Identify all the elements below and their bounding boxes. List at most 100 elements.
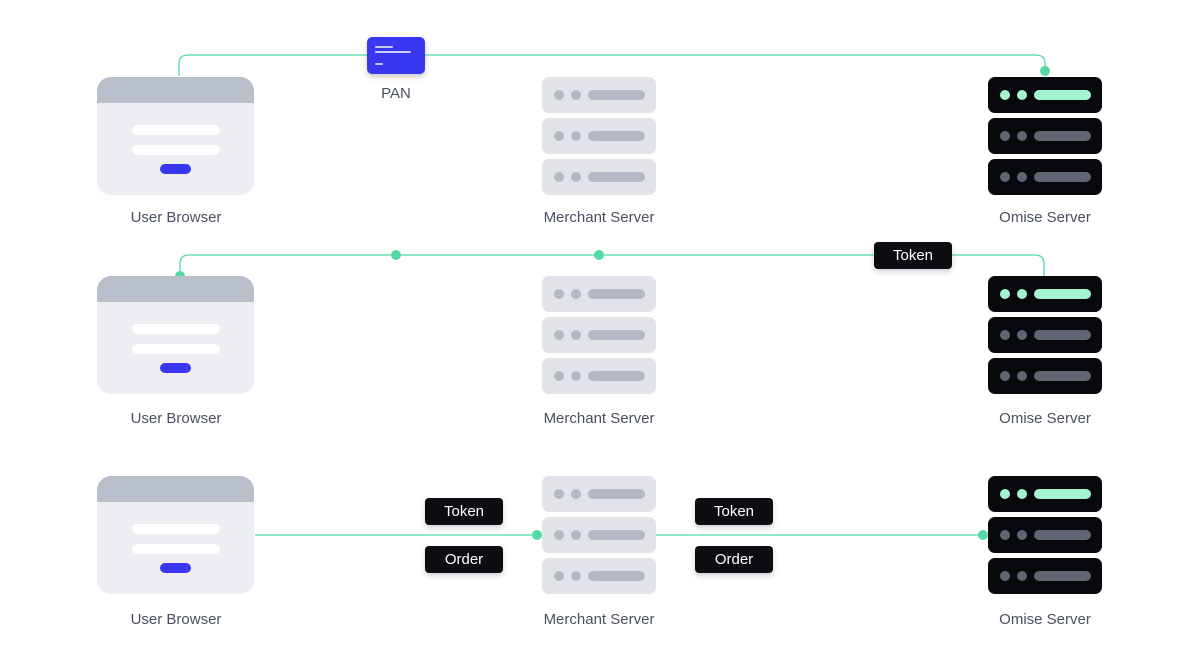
merchant-server-stack (542, 276, 656, 394)
token-tag: Token (695, 498, 773, 525)
status-light (554, 530, 564, 540)
drive-bar (588, 330, 645, 340)
user-browser-label: User Browser (130, 611, 222, 628)
server-unit (542, 159, 656, 195)
row2-dot-mid-left (391, 250, 401, 260)
card-line (375, 63, 383, 65)
drive-bar (1034, 371, 1091, 381)
server-unit (542, 558, 656, 594)
drive-bar (1034, 330, 1091, 340)
status-light (1017, 530, 1027, 540)
server-unit (988, 517, 1102, 553)
drive-bar (1034, 571, 1091, 581)
browser-content-line (132, 145, 220, 155)
server-unit (988, 476, 1102, 512)
omise-server-stack (988, 476, 1102, 594)
server-unit (542, 517, 656, 553)
drive-bar (588, 172, 645, 182)
browser-pay-button (160, 363, 191, 373)
token-tag: Token (874, 242, 952, 269)
status-light (1017, 371, 1027, 381)
server-unit (988, 159, 1102, 195)
browser-title-bar (97, 77, 254, 103)
card-line (375, 51, 411, 53)
row3-dot-merchant (532, 530, 542, 540)
status-light (554, 571, 564, 581)
drive-bar (588, 371, 645, 381)
browser-content-line (132, 524, 220, 534)
merchant-server-stack (542, 476, 656, 594)
status-light (571, 131, 581, 141)
drive-bar (1034, 131, 1091, 141)
server-unit (988, 558, 1102, 594)
omise-server-label: Omise Server (999, 410, 1091, 427)
omise-server-label: Omise Server (999, 209, 1091, 226)
drive-bar (588, 530, 645, 540)
order-tag: Order (695, 546, 773, 573)
server-unit (542, 358, 656, 394)
merchant-server-stack (542, 77, 656, 195)
omise-server-label: Omise Server (999, 611, 1091, 628)
status-light (1000, 289, 1010, 299)
status-light (1017, 90, 1027, 100)
server-unit (988, 118, 1102, 154)
status-light (554, 90, 564, 100)
status-light (1017, 131, 1027, 141)
status-light (554, 289, 564, 299)
merchant-server-label: Merchant Server (543, 410, 655, 427)
browser-content-line (132, 324, 220, 334)
server-unit (542, 118, 656, 154)
status-light (571, 172, 581, 182)
server-unit (988, 77, 1102, 113)
row2-dot-mid-right (594, 250, 604, 260)
token-tag: Token (425, 498, 503, 525)
server-unit (988, 317, 1102, 353)
browser-pay-button (160, 164, 191, 174)
status-light (1000, 489, 1010, 499)
user-browser-window (97, 476, 254, 594)
status-light (554, 371, 564, 381)
omise-server-stack (988, 77, 1102, 195)
user-browser-label: User Browser (130, 410, 222, 427)
status-light (1000, 90, 1010, 100)
drive-bar (1034, 489, 1091, 499)
merchant-server-label: Merchant Server (543, 611, 655, 628)
status-light (1000, 571, 1010, 581)
status-light (571, 489, 581, 499)
status-light (554, 489, 564, 499)
credit-card-icon (367, 37, 425, 74)
drive-bar (1034, 90, 1091, 100)
status-light (1000, 530, 1010, 540)
status-light (1000, 131, 1010, 141)
status-light (571, 289, 581, 299)
status-light (571, 90, 581, 100)
pan-label: PAN (381, 85, 411, 102)
browser-content-line (132, 344, 220, 354)
user-browser-window (97, 77, 254, 195)
drive-bar (588, 131, 645, 141)
drive-bar (588, 489, 645, 499)
drive-bar (588, 571, 645, 581)
browser-title-bar (97, 476, 254, 502)
user-browser-label: User Browser (130, 209, 222, 226)
row3-dot-omise (978, 530, 988, 540)
browser-title-bar (97, 276, 254, 302)
status-light (1017, 330, 1027, 340)
browser-content-line (132, 544, 220, 554)
status-light (1000, 330, 1010, 340)
drive-bar (1034, 530, 1091, 540)
merchant-server-label: Merchant Server (543, 209, 655, 226)
browser-pay-button (160, 563, 191, 573)
status-light (1017, 172, 1027, 182)
drive-bar (1034, 289, 1091, 299)
status-light (554, 330, 564, 340)
status-light (571, 530, 581, 540)
server-unit (542, 476, 656, 512)
status-light (1017, 289, 1027, 299)
status-light (571, 330, 581, 340)
browser-content-line (132, 125, 220, 135)
server-unit (542, 276, 656, 312)
status-light (1000, 172, 1010, 182)
omise-server-stack (988, 276, 1102, 394)
